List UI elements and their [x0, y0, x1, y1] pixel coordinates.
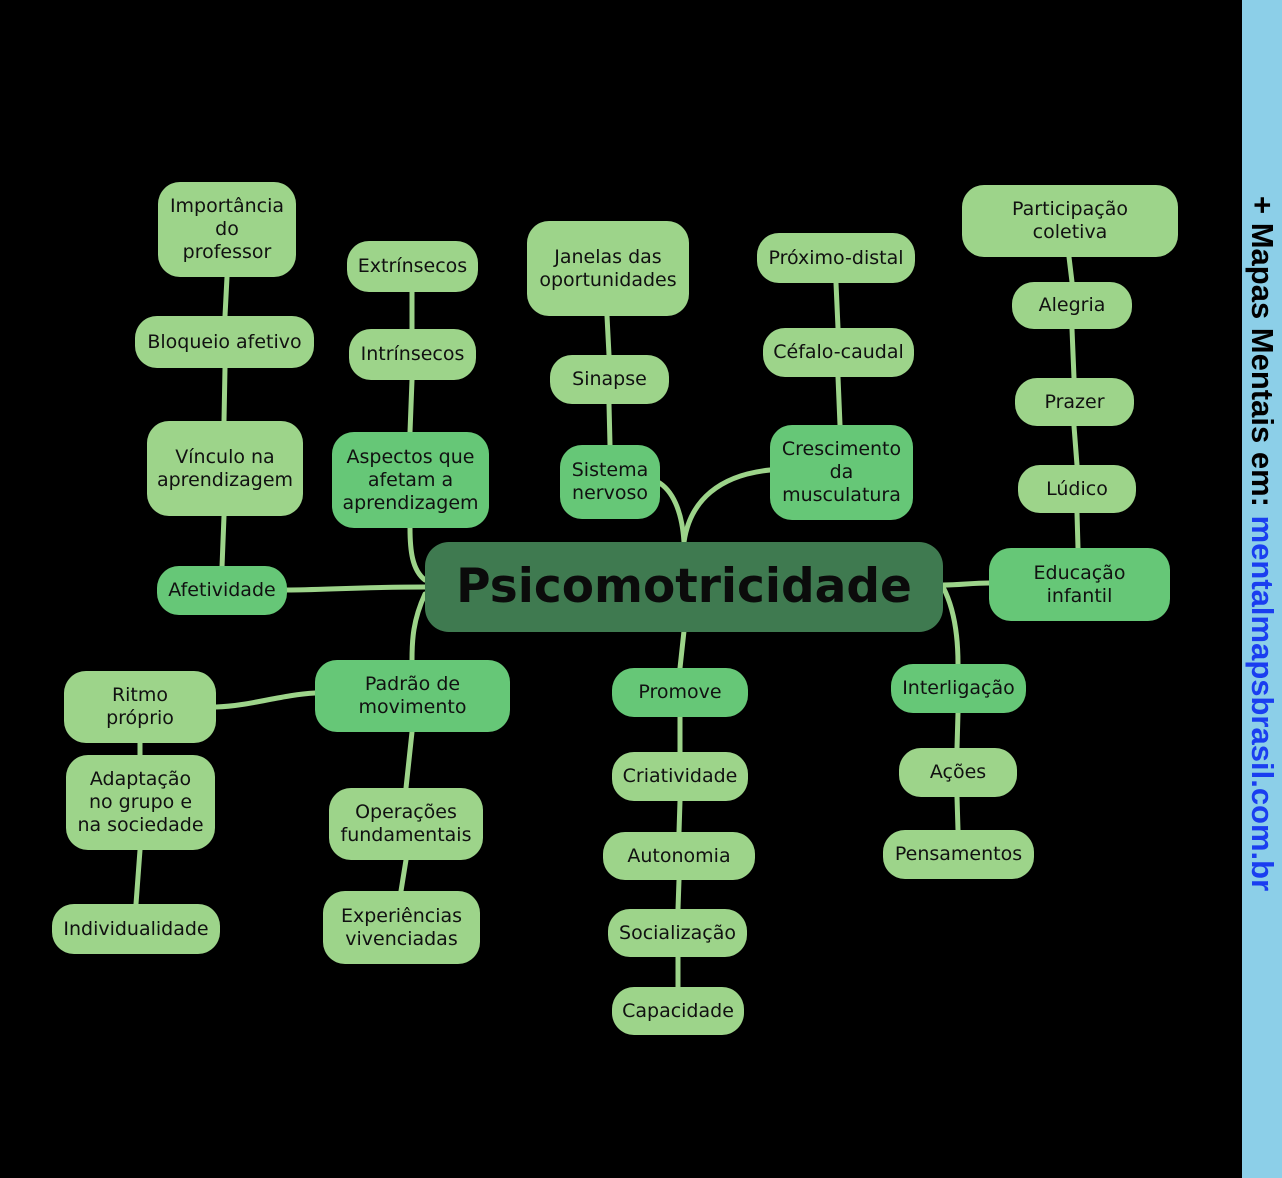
link-afetividade-vinculo — [219, 513, 227, 570]
node-autonomia[interactable]: Autonomia — [603, 832, 755, 880]
link-root-aspectos — [407, 525, 428, 583]
node-proximo[interactable]: Próximo-distal — [757, 233, 915, 283]
node-ludico[interactable]: Lúdico — [1018, 465, 1136, 513]
side-banner: + Mapas Mentais em: mentalmapsbrasil.com… — [1242, 0, 1282, 1178]
link-criatividade-autonomia — [676, 798, 683, 835]
link-root-educacao — [940, 580, 992, 588]
node-sinapse[interactable]: Sinapse — [550, 355, 669, 404]
link-bloqueio-importancia — [222, 274, 230, 319]
node-janelas[interactable]: Janelas das oportunidades — [527, 221, 689, 316]
link-root-crescimento — [681, 467, 773, 545]
node-sistema[interactable]: Sistema nervoso — [560, 445, 660, 519]
node-operacoes[interactable]: Operações fundamentais — [329, 788, 483, 860]
node-vinculo[interactable]: Vínculo na aprendizagem — [147, 421, 303, 516]
node-aspectos[interactable]: Aspectos que afetam a aprendizagem — [332, 432, 489, 528]
connector-lines — [133, 254, 1081, 990]
node-adaptacao[interactable]: Adaptação no grupo e na sociedade — [66, 755, 215, 850]
banner-site-link[interactable]: mentalmapsbrasil.com.br — [1245, 515, 1280, 892]
link-educacao-ludico — [1074, 510, 1081, 551]
node-acoes[interactable]: Ações — [899, 748, 1017, 797]
node-padrao[interactable]: Padrão de movimento — [315, 660, 510, 732]
link-root-sistema — [655, 479, 687, 545]
node-importancia[interactable]: Importância do professor — [158, 182, 296, 277]
node-participacao[interactable]: Participação coletiva — [962, 185, 1178, 257]
node-experiencias[interactable]: Experiências vivenciadas — [323, 891, 480, 964]
link-root-padrao — [409, 591, 428, 663]
link-ludico-prazer — [1071, 423, 1080, 468]
node-intrinsecos[interactable]: Intrínsecos — [349, 329, 476, 380]
node-promove[interactable]: Promove — [612, 668, 748, 717]
link-vinculo-bloqueio — [221, 365, 228, 424]
link-cefalo-proximo — [833, 280, 841, 331]
link-autonomia-socializacao — [675, 877, 682, 912]
node-extrinsecos[interactable]: Extrínsecos — [347, 241, 478, 292]
node-ritmo[interactable]: Ritmo próprio — [64, 671, 216, 743]
link-padrao-ritmo — [213, 690, 318, 710]
node-prazer[interactable]: Prazer — [1015, 378, 1134, 426]
link-crescimento-cefalo — [835, 374, 843, 428]
link-operacoes-experiencias — [398, 857, 409, 894]
node-socializacao[interactable]: Socialização — [608, 909, 747, 957]
node-cefalo[interactable]: Céfalo-caudal — [763, 328, 914, 377]
link-root-promove — [677, 628, 687, 671]
node-afetividade[interactable]: Afetividade — [157, 566, 287, 615]
node-alegria[interactable]: Alegria — [1012, 282, 1132, 329]
link-alegria-participacao — [1066, 254, 1075, 285]
banner-prefix: + Mapas Mentais em: — [1245, 196, 1280, 516]
node-capacidade[interactable]: Capacidade — [612, 987, 744, 1035]
link-interligacao-acoes — [954, 710, 961, 751]
node-educacao[interactable]: Educação infantil — [989, 548, 1170, 621]
link-sinapse-janelas — [604, 313, 612, 358]
link-adaptacao-individualidade — [133, 847, 143, 907]
link-root-afetividade — [284, 584, 428, 593]
node-criatividade[interactable]: Criatividade — [612, 752, 748, 801]
node-interligacao[interactable]: Interligação — [891, 664, 1026, 713]
link-acoes-pensamentos — [954, 794, 961, 833]
central-topic-node[interactable]: Psicomotricidade — [425, 542, 943, 632]
link-aspectos-intrinsecos — [407, 377, 415, 435]
link-sistema-sinapse — [606, 401, 613, 448]
node-crescimento[interactable]: Crescimento da musculatura — [770, 425, 913, 520]
node-pensamentos[interactable]: Pensamentos — [883, 830, 1034, 879]
banner-text: + Mapas Mentais em: mentalmapsbrasil.com… — [1244, 196, 1280, 891]
link-root-interligacao — [940, 584, 961, 667]
node-individualidade[interactable]: Individualidade — [52, 904, 220, 954]
link-prazer-alegria — [1069, 326, 1077, 381]
link-padrao-operacoes — [403, 729, 415, 791]
node-bloqueio[interactable]: Bloqueio afetivo — [135, 316, 314, 368]
